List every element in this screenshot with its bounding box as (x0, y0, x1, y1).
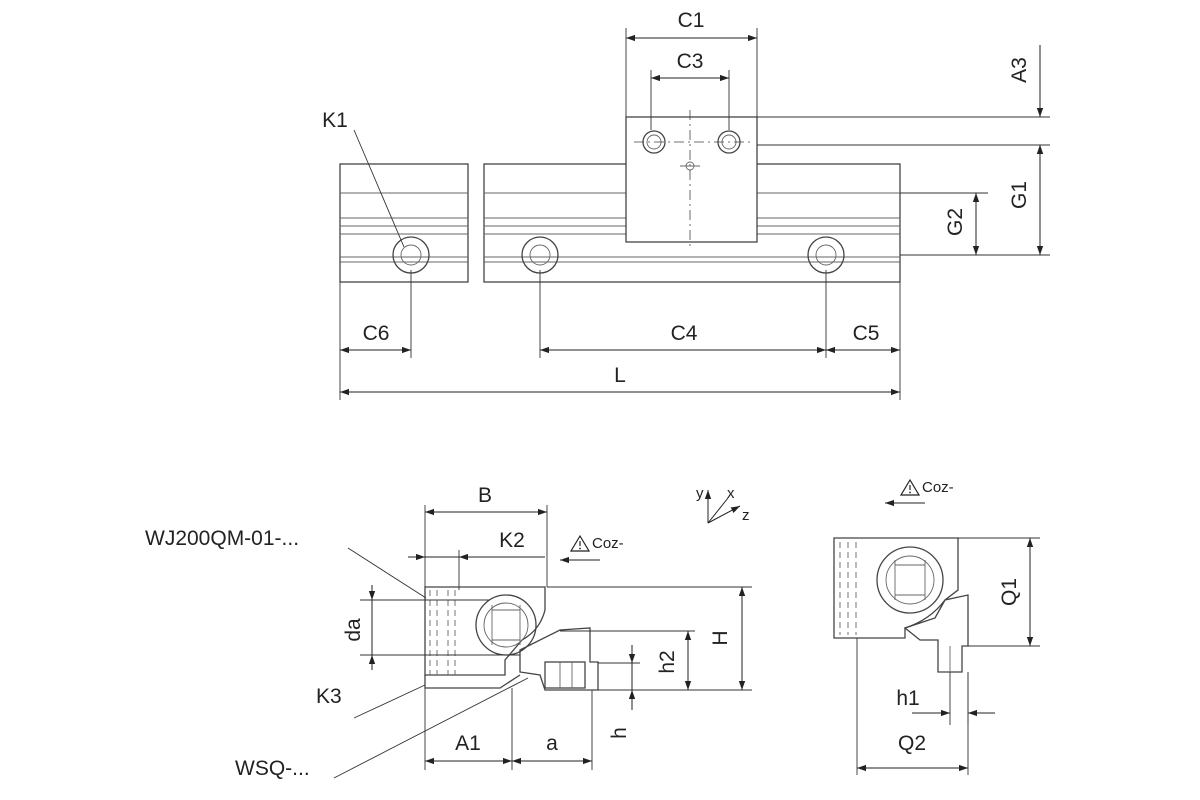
dim-label-q1: Q1 (998, 578, 1021, 606)
dim-label-da: da (342, 618, 365, 642)
carriage-profile-right (903, 594, 969, 673)
carriage-block (625, 110, 758, 246)
dim-label-h: h (608, 727, 631, 739)
dim-label-g1: G1 (1008, 181, 1031, 209)
dim-label-k2: K2 (499, 529, 525, 552)
top-view: C1 C3 A3 G1 G2 K1 C6 C4 (322, 9, 1050, 400)
coordinate-axes-icon: y x z (696, 485, 750, 524)
dim-label-a1: A1 (455, 732, 481, 755)
dim-label-h2: h2 (656, 650, 679, 673)
side-view-right: Coz- Q1 h1 Q2 (833, 478, 1040, 775)
carriage-profile (519, 627, 599, 691)
dim-label-c3: C3 (677, 50, 704, 73)
axis-label-x: x (727, 485, 735, 502)
dim-label-c5: C5 (853, 322, 880, 345)
label-wj200qm: WJ200QM-01-... (145, 527, 299, 550)
force-label-coz-2: Coz- (922, 479, 954, 496)
axis-label-z: z (742, 507, 750, 524)
label-wsq: WSQ-... (235, 757, 310, 780)
dim-label-a3: A3 (1008, 57, 1031, 83)
warning-triangle-icon (899, 478, 921, 496)
dim-label-l: L (614, 364, 626, 387)
rail-mounting-hole (392, 236, 430, 274)
dim-label-c4: C4 (671, 322, 698, 345)
dim-label-g2: G2 (944, 208, 967, 236)
dim-label-c6: C6 (363, 322, 390, 345)
dim-label-h-upper: H (709, 630, 732, 645)
rail-mounting-hole (521, 236, 559, 274)
dim-label-q2: Q2 (898, 732, 926, 755)
dim-label-c1: C1 (678, 9, 705, 32)
rail-profile-right (833, 537, 959, 639)
label-k1: K1 (322, 109, 348, 132)
rail-mounting-hole (807, 236, 845, 274)
label-k3: K3 (316, 685, 342, 708)
rail-segment-short (339, 163, 469, 283)
dim-label-h1: h1 (896, 687, 919, 710)
axis-label-y: y (696, 485, 704, 502)
warning-triangle-icon (569, 534, 591, 552)
dim-label-b: B (478, 484, 492, 507)
side-view-left: B K2 Coz- WJ200QM-01-... da H (145, 484, 752, 780)
force-label-coz: Coz- (592, 535, 624, 552)
dim-label-a: a (546, 732, 558, 755)
